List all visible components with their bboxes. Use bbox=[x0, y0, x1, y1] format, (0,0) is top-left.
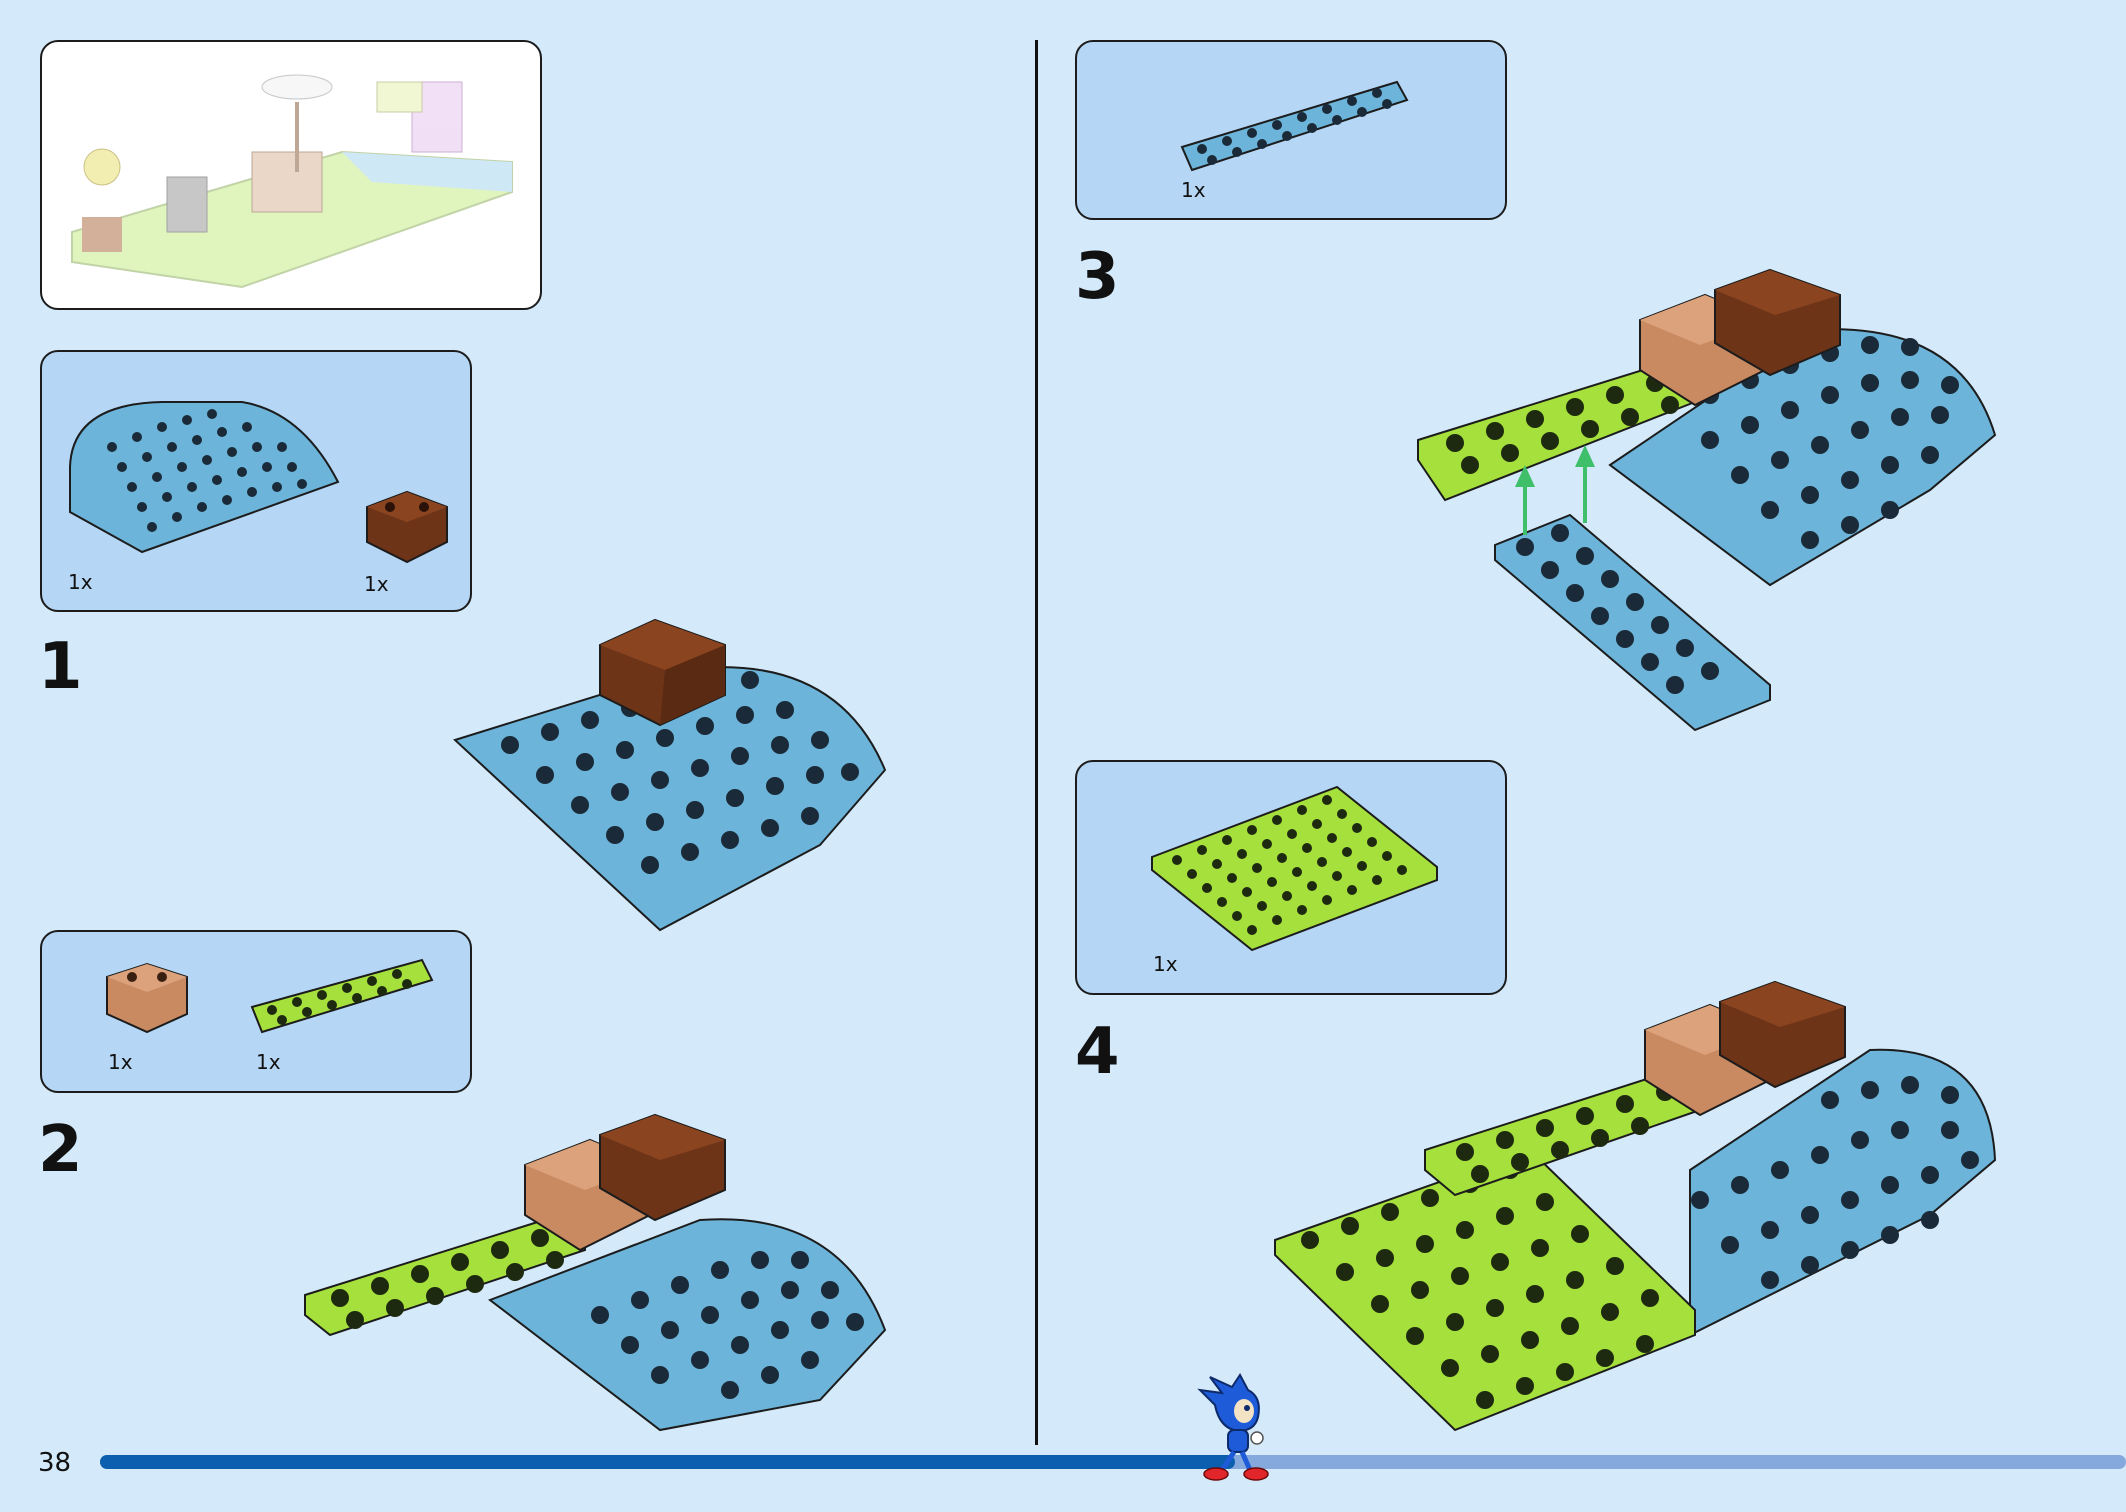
column-divider bbox=[1035, 40, 1038, 1445]
step-1-parts-image bbox=[69, 401, 448, 564]
step-3-number: 3 bbox=[1075, 240, 1120, 314]
step-2-part-1-qty: 1x bbox=[108, 1050, 133, 1074]
overview-preview-box bbox=[40, 40, 542, 310]
step-2-build-image bbox=[304, 1113, 887, 1432]
completed-model-preview-image bbox=[71, 74, 513, 289]
step-1-build-image bbox=[453, 618, 887, 932]
step-3-parts-image bbox=[1180, 80, 1409, 172]
page-number: 38 bbox=[38, 1448, 72, 1478]
step-1-number: 1 bbox=[38, 630, 83, 704]
step-4-number: 4 bbox=[1075, 1015, 1120, 1089]
step-2-parts-box: 1x 1x bbox=[40, 930, 472, 1093]
step-4-part-1-qty: 1x bbox=[1153, 952, 1178, 976]
step-1-part-1-qty: 1x bbox=[68, 570, 93, 594]
step-3-build-image bbox=[1417, 268, 1997, 732]
step-4-parts-image bbox=[1151, 785, 1438, 952]
step-3-parts-box: 1x bbox=[1075, 40, 1507, 220]
step-1-part-2-qty: 1x bbox=[364, 572, 389, 596]
step-4-parts-box: 1x bbox=[1075, 760, 1507, 995]
step-3-part-1-qty: 1x bbox=[1181, 178, 1206, 202]
step-2-parts-image bbox=[106, 958, 434, 1034]
progress-bar-fill bbox=[100, 1455, 1235, 1469]
step-1-parts-box: 1x 1x bbox=[40, 350, 472, 612]
sonic-running-icon bbox=[1197, 1373, 1269, 1481]
step-2-part-2-qty: 1x bbox=[256, 1050, 281, 1074]
step-2-number: 2 bbox=[38, 1113, 83, 1187]
step-4-build-image bbox=[1274, 980, 1997, 1432]
